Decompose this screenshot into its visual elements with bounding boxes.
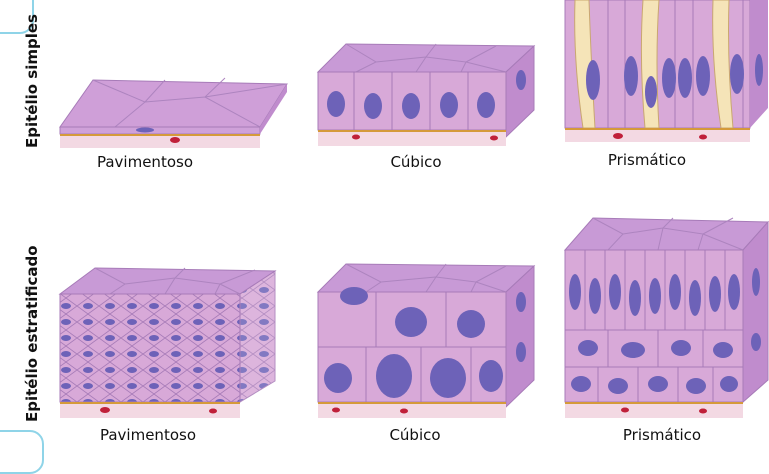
nucleus bbox=[586, 60, 600, 100]
nucleus bbox=[364, 93, 382, 119]
nucleus bbox=[621, 342, 645, 358]
nucleus bbox=[440, 92, 458, 118]
blood-vessel bbox=[352, 135, 360, 140]
nucleus bbox=[645, 76, 657, 108]
nucleus bbox=[136, 128, 154, 133]
nucleus bbox=[609, 274, 621, 310]
nucleus bbox=[713, 342, 733, 358]
stratified-columnar-illustration bbox=[563, 212, 769, 422]
nucleus bbox=[678, 58, 692, 98]
corner-bubble-bottom-left bbox=[0, 430, 44, 474]
nucleus bbox=[629, 280, 641, 316]
nucleus bbox=[327, 91, 345, 117]
caption-strat-squamous: Pavimentoso bbox=[68, 426, 228, 444]
nucleus bbox=[430, 358, 466, 398]
nucleus bbox=[578, 340, 598, 356]
simple-cuboidal-illustration bbox=[316, 42, 536, 152]
nucleus bbox=[477, 92, 495, 118]
nucleus bbox=[671, 340, 691, 356]
simple-columnar-illustration bbox=[563, 0, 769, 145]
caption-strat-columnar: Prismático bbox=[582, 426, 742, 444]
nucleus bbox=[395, 307, 427, 337]
nucleus bbox=[728, 274, 740, 310]
nucleus bbox=[479, 360, 503, 392]
nucleus bbox=[402, 93, 420, 119]
nucleus bbox=[571, 376, 591, 392]
nucleus bbox=[608, 378, 628, 394]
blood-vessel bbox=[699, 135, 707, 140]
nucleus bbox=[569, 274, 581, 310]
blood-vessel bbox=[400, 409, 408, 414]
nucleus bbox=[649, 278, 661, 314]
row-label-stratified: Epitélio estratificado bbox=[23, 245, 41, 422]
nucleus bbox=[340, 287, 368, 305]
nucleus bbox=[376, 354, 412, 398]
nucleus bbox=[669, 274, 681, 310]
caption-simple-columnar: Prismático bbox=[567, 151, 727, 169]
blood-vessel bbox=[613, 133, 623, 139]
nucleus bbox=[624, 56, 638, 96]
row-label-simple: Epitélio simples bbox=[23, 14, 41, 148]
caption-strat-cuboidal: Cúbico bbox=[335, 426, 495, 444]
nucleus bbox=[457, 310, 485, 338]
caption-simple-squamous: Pavimentoso bbox=[65, 153, 225, 171]
nucleus bbox=[589, 278, 601, 314]
nucleus bbox=[662, 58, 676, 98]
nucleus bbox=[709, 276, 721, 312]
nucleus bbox=[689, 280, 701, 316]
nucleus bbox=[686, 378, 706, 394]
nucleus bbox=[648, 376, 668, 392]
blood-vessel bbox=[332, 408, 340, 413]
caption-simple-cuboidal: Cúbico bbox=[336, 153, 496, 171]
stratified-squamous-illustration bbox=[55, 266, 290, 422]
blood-vessel bbox=[100, 407, 110, 413]
blood-vessel bbox=[621, 408, 629, 413]
stratified-cuboidal-illustration bbox=[316, 262, 536, 422]
nucleus bbox=[720, 376, 738, 392]
blood-vessel bbox=[490, 136, 498, 141]
nucleus bbox=[696, 56, 710, 96]
blood-vessel bbox=[699, 409, 707, 414]
nucleus bbox=[324, 363, 352, 393]
blood-vessel bbox=[209, 409, 217, 414]
blood-vessel bbox=[170, 137, 180, 143]
simple-squamous-illustration bbox=[55, 72, 290, 152]
nucleus bbox=[730, 54, 744, 94]
